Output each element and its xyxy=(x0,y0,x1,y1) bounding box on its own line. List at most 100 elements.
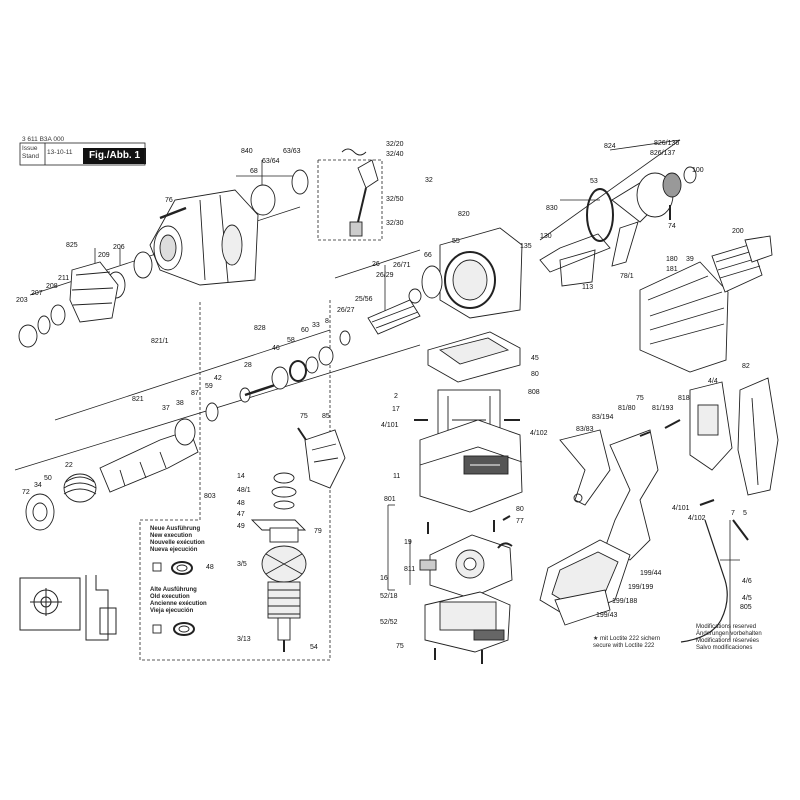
callout-85: 85 xyxy=(322,413,330,420)
dashed-guide xyxy=(318,159,383,241)
cover-82 xyxy=(737,377,779,496)
figure-label: Fig./Abb. 1 xyxy=(83,148,146,164)
callout-26: 26 xyxy=(372,261,380,268)
callout-34: 34 xyxy=(34,482,42,489)
callout-87: 87 xyxy=(191,390,199,397)
callout-52-18: 52/18 xyxy=(380,593,398,600)
callout-206: 206 xyxy=(113,244,125,251)
callout-818: 818 xyxy=(678,395,690,402)
callout-203: 203 xyxy=(16,297,28,304)
callout-199-44: 199/44 xyxy=(640,570,662,577)
callout-63-63: 63/63 xyxy=(283,148,301,155)
motor-cover-39 xyxy=(639,235,773,373)
callout-826-136: 826/136 xyxy=(654,140,680,147)
callout-824: 824 xyxy=(604,143,616,150)
legend-icons xyxy=(152,561,195,636)
callout-75-c: 75 xyxy=(636,395,644,402)
callout-45: 45 xyxy=(531,355,539,362)
callout-820: 820 xyxy=(458,211,470,218)
power-cord xyxy=(680,499,749,643)
handle-assembly xyxy=(559,377,779,561)
callout-826-137: 826/137 xyxy=(650,150,676,157)
callout-199-199: 199/199 xyxy=(628,584,654,591)
callout-7: 7 xyxy=(731,510,735,517)
callout-4-101-b: 4/101 xyxy=(672,505,690,512)
side-handle xyxy=(539,539,631,626)
callout-840: 840 xyxy=(241,148,253,155)
ring-63 xyxy=(291,169,309,195)
callout-811: 811 xyxy=(404,566,416,573)
callout-48-b: 48 xyxy=(206,564,214,571)
callout-75-b: 75 xyxy=(396,643,404,650)
callout-77: 77 xyxy=(516,518,524,525)
legend-old-execution: Alte Ausführung Old execution Ancienne e… xyxy=(150,587,207,614)
callout-4-4: 4/4 xyxy=(708,378,718,385)
callout-208: 208 xyxy=(46,283,58,290)
callout-181: 181 xyxy=(666,266,678,273)
callout-72: 72 xyxy=(22,489,30,496)
callout-28: 28 xyxy=(244,362,252,369)
callout-68: 68 xyxy=(250,168,258,175)
callout-76: 76 xyxy=(165,197,173,204)
callout-4-102-a: 4/102 xyxy=(530,430,548,437)
callout-80-a: 80 xyxy=(531,371,539,378)
callout-200: 200 xyxy=(732,228,744,235)
modifications-note: Modifications reserved Änderungen vorbeh… xyxy=(696,624,762,651)
callout-75-a: 75 xyxy=(300,413,308,420)
callout-199-188: 199/188 xyxy=(612,598,638,605)
ring-840 xyxy=(250,184,276,216)
callout-32: 32 xyxy=(425,177,433,184)
cap-203 xyxy=(18,324,38,348)
callout-54: 54 xyxy=(310,644,318,651)
callout-808: 808 xyxy=(528,389,540,396)
intermediate-shaft xyxy=(339,288,422,346)
callout-17: 17 xyxy=(392,406,400,413)
callout-25-56: 25/56 xyxy=(355,296,373,303)
callout-48-1: 48/1 xyxy=(237,487,251,494)
callout-130: 130 xyxy=(540,233,552,240)
callout-828: 828 xyxy=(254,325,266,332)
callout-5: 5 xyxy=(743,510,747,517)
callout-3-5: 3/5 xyxy=(237,561,247,568)
loctite-note: ★ mit Loctite 222 sichern secure with Lo… xyxy=(593,636,661,649)
callout-2: 2 xyxy=(394,393,398,400)
handle-half-83 xyxy=(559,429,611,506)
callout-821: 821 xyxy=(132,396,144,403)
dashed-guide xyxy=(140,300,331,661)
callout-135: 135 xyxy=(520,243,532,250)
callout-22: 22 xyxy=(65,462,73,469)
spring-22 xyxy=(63,473,97,503)
ring-66 xyxy=(421,265,443,299)
callout-32-40: 32/40 xyxy=(386,151,404,158)
callout-37: 37 xyxy=(162,405,170,412)
seal-180 xyxy=(711,243,763,293)
callout-55: 55 xyxy=(452,238,460,245)
callout-207: 207 xyxy=(31,290,43,297)
detail-schematic xyxy=(19,575,117,641)
callout-16: 16 xyxy=(380,575,388,582)
ring-209 xyxy=(133,251,153,279)
callout-52-52: 52/52 xyxy=(380,619,398,626)
callout-59: 59 xyxy=(205,383,213,390)
callout-830: 830 xyxy=(546,205,558,212)
callout-60: 60 xyxy=(301,327,309,334)
fan-assembly xyxy=(539,166,697,287)
callout-63-64: 63/64 xyxy=(262,158,280,165)
callout-32-20: 32/20 xyxy=(386,141,404,148)
callout-4-6: 4/6 xyxy=(742,578,752,585)
doc-number: 3 611 B3A 000 xyxy=(22,136,65,143)
callout-26-71: 26/71 xyxy=(393,262,411,269)
motor-housing xyxy=(414,331,523,513)
callout-39: 39 xyxy=(686,256,694,263)
callout-4-5: 4/5 xyxy=(742,595,752,602)
header-frame xyxy=(19,142,146,166)
callout-78-1: 78/1 xyxy=(620,273,634,280)
clip-200 xyxy=(744,235,773,263)
callout-805: 805 xyxy=(740,604,752,611)
callout-38: 38 xyxy=(176,400,184,407)
callout-49: 49 xyxy=(237,523,245,530)
selector-lever xyxy=(341,148,379,237)
callout-81-80: 81/80 xyxy=(618,405,636,412)
callout-209: 209 xyxy=(98,252,110,259)
